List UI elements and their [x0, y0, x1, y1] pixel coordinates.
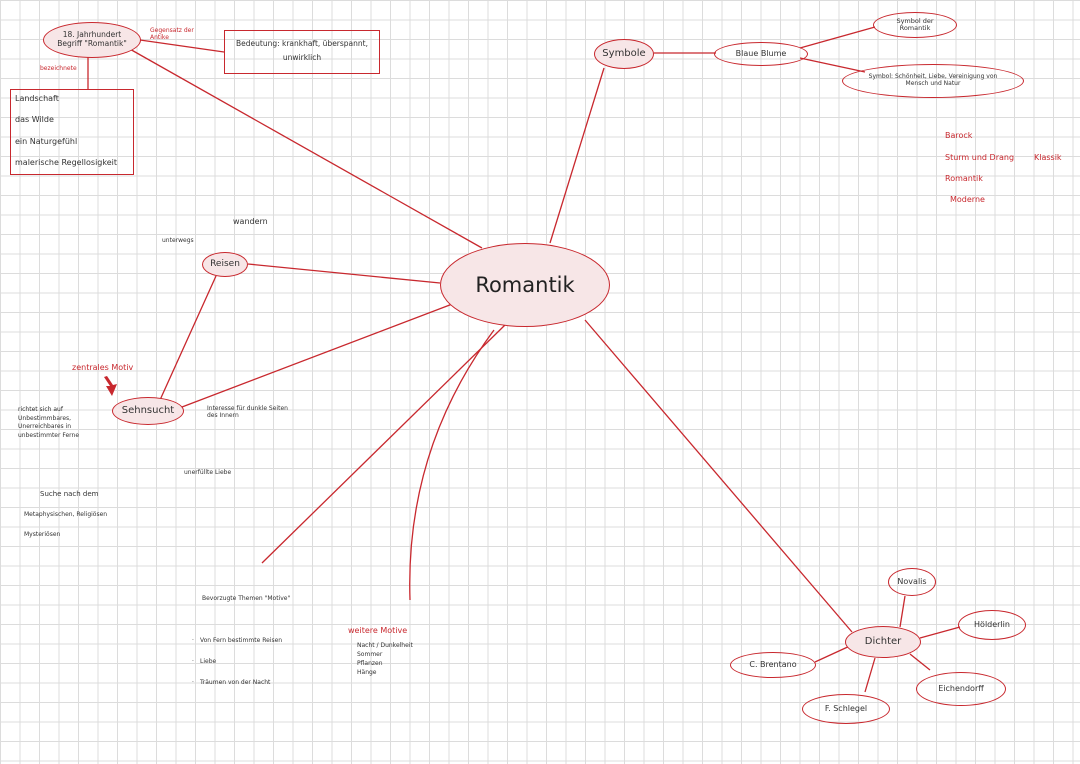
arrow-zentrales-motiv — [104, 376, 117, 396]
line-center-themes — [261, 324, 506, 564]
search-line-1: Suche nach dem — [40, 490, 99, 498]
symbol-of-label: Symbol der Romantik — [896, 16, 934, 32]
history-item-irregularity: malerische Regellosigkeit — [15, 158, 118, 167]
poets-label: Dichter — [864, 636, 902, 648]
theme-bullet-2: · — [192, 658, 194, 665]
epoch-romantik: Romantik — [945, 174, 983, 183]
search-line-3: Mysteriösen — [24, 531, 61, 538]
epoch-moderne: Moderne — [950, 195, 985, 204]
history-side-note: Gegensatz der Antike — [150, 27, 194, 41]
line-poets-schlegel — [864, 657, 876, 693]
line-poets-eichendorff — [909, 653, 931, 671]
line-flower-symbolfor — [799, 57, 866, 73]
symbol-for-label: Symbol: Schönheit, Liebe, Vereinigung vo… — [868, 73, 998, 87]
longing-left-note: richtet sich auf Unbestimmbares, Unerrei… — [18, 406, 80, 440]
poet-novalis[interactable]: Novalis — [888, 568, 936, 596]
history-item-wild: das Wilde — [15, 115, 54, 124]
travel-label: Reisen — [210, 259, 240, 270]
line-history-meaning — [139, 39, 225, 53]
line-flower-symbolof — [799, 26, 876, 49]
poet-eichendorff[interactable]: Eichendorff — [916, 672, 1006, 706]
unerfuellte-liebe-label: unerfüllte Liebe — [184, 469, 232, 476]
poets-node[interactable]: Dichter — [845, 626, 921, 658]
epoch-sturm-und-drang: Sturm und Drang — [945, 153, 1015, 162]
epoch-klassik: Klassik — [1034, 153, 1062, 162]
history-title: 18. Jahrhundert Begriff "Romantik" — [57, 30, 127, 48]
motif-item-3: Pflanzen — [357, 660, 383, 667]
travel-node[interactable]: Reisen — [202, 252, 248, 277]
bezeichnete-label: bezeichnete — [40, 65, 77, 72]
themes-title: Bevorzugte Themen "Motive" — [202, 595, 291, 602]
line-center-poets — [584, 319, 853, 633]
poet-brentano[interactable]: C. Brentano — [730, 652, 816, 678]
unterwegs-label: unterwegs — [162, 237, 194, 244]
symbols-label: Symbole — [602, 48, 646, 60]
poet-eichendorff-label: Eichendorff — [938, 684, 984, 694]
center-node[interactable]: Romantik — [440, 243, 610, 327]
history-node[interactable]: 18. Jahrhundert Begriff "Romantik" — [43, 22, 141, 58]
theme-item-1: Von Fern bestimmte Reisen — [200, 637, 283, 644]
line-center-longing — [181, 302, 456, 408]
longing-label: Sehnsucht — [121, 405, 175, 417]
poet-brentano-label: C. Brentano — [749, 660, 797, 670]
line-center-travel — [247, 263, 441, 284]
motif-item-2: Sommer — [357, 651, 383, 658]
blue-flower-label: Blaue Blume — [735, 49, 787, 59]
motifs-title: weitere Motive — [348, 626, 408, 635]
theme-bullet-3: · — [192, 679, 194, 686]
poet-novalis-label: Novalis — [897, 577, 927, 587]
meaning-text: Bedeutung: krankhaft, überspannt, unwirk… — [235, 39, 368, 63]
history-item-nature: ein Naturgefühl — [15, 137, 78, 146]
theme-item-2: Liebe — [200, 658, 217, 665]
symbol-for-node[interactable]: Symbol: Schönheit, Liebe, Vereinigung vo… — [842, 64, 1024, 98]
motif-item-4: Hänge — [357, 669, 377, 676]
search-line-2: Metaphysischen, Religiösen — [24, 511, 108, 518]
theme-item-3: Träumen von der Nacht — [200, 679, 271, 686]
history-box: Landschaft das Wilde ein Naturgefühl mal… — [10, 89, 134, 175]
line-travel-longing — [159, 275, 217, 401]
poet-schlegel[interactable]: F. Schlegel — [802, 694, 890, 724]
line-poets-hoelderlin — [919, 626, 961, 639]
line-center-history — [127, 47, 483, 249]
longing-node[interactable]: Sehnsucht — [112, 397, 184, 425]
epoch-barock: Barock — [945, 131, 973, 140]
motif-item-1: Nacht / Dunkelheit — [357, 642, 413, 649]
poet-hoelderlin[interactable]: Hölderlin — [958, 610, 1026, 640]
meaning-box: Bedeutung: krankhaft, überspannt, unwirk… — [224, 30, 380, 74]
line-center-symbols — [549, 67, 605, 244]
blue-flower-node[interactable]: Blaue Blume — [714, 42, 808, 66]
wandern-label: wandern — [233, 217, 268, 226]
longing-right-note: Interesse für dunkle Seiten des Innern — [207, 405, 288, 419]
theme-bullet-1: · — [192, 637, 194, 644]
symbol-of-node[interactable]: Symbol der Romantik — [873, 12, 957, 38]
poet-hoelderlin-label: Hölderlin — [974, 620, 1010, 630]
history-item-landscape: Landschaft — [15, 94, 59, 103]
line-center-motifs — [409, 329, 495, 601]
symbols-node[interactable]: Symbole — [594, 39, 654, 69]
zentrales-motiv-label: zentrales Motiv — [72, 363, 134, 372]
line-poets-novalis — [899, 595, 906, 628]
line-poets-brentano — [814, 644, 853, 663]
center-label: Romantik — [475, 272, 575, 297]
poet-schlegel-label: F. Schlegel — [824, 704, 868, 714]
